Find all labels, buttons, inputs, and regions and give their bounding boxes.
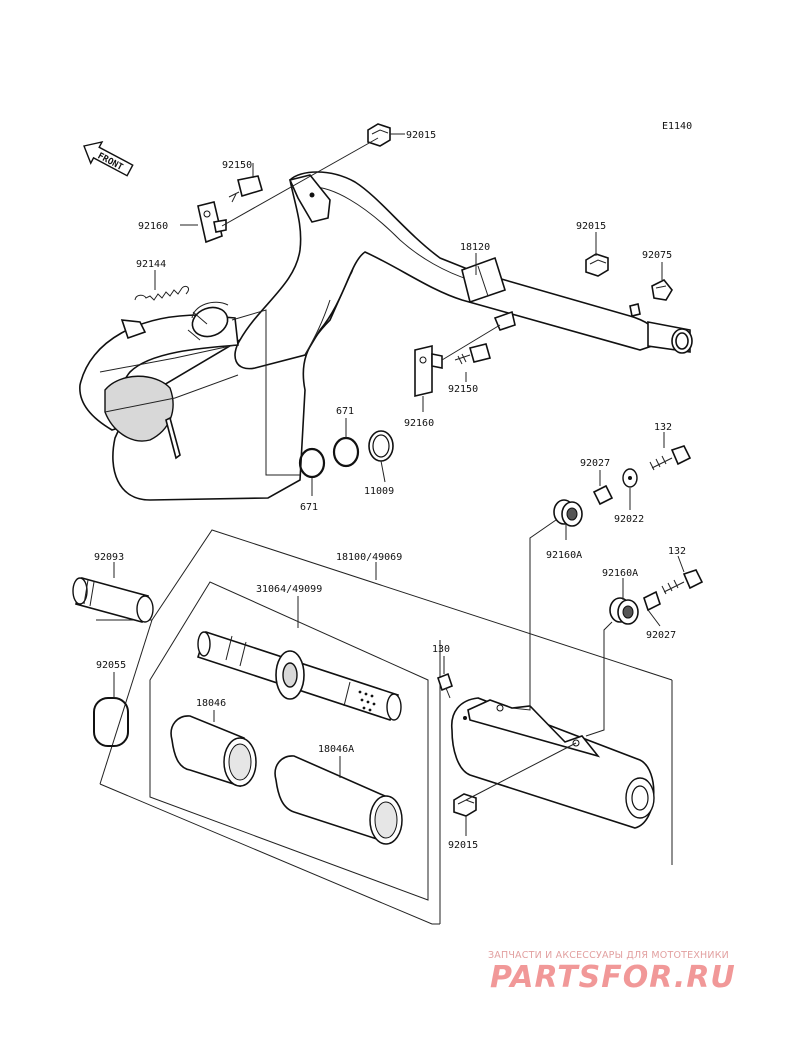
label-92015-mid: 92015 (576, 221, 606, 232)
packing-18046 (170, 715, 257, 788)
packing-18046A (274, 755, 403, 845)
label-92015-bottom: 92015 (448, 840, 478, 851)
sleeve-92093 (72, 577, 154, 623)
label-92075: 92075 (642, 250, 672, 261)
label-92160-mid: 92160 (404, 418, 434, 429)
leader-lines (113, 133, 685, 836)
bolt-132-top (649, 445, 692, 471)
label-132-top: 132 (654, 422, 672, 433)
bracket-92160-mid (414, 344, 443, 398)
label-18120: 18120 (460, 242, 490, 253)
label-92150-top: 92150 (222, 160, 252, 171)
label-92027-bottom: 92027 (646, 630, 676, 641)
washer-92022 (622, 468, 638, 488)
watermark-tagline: ЗАПЧАСТИ И АКСЕССУАРЫ ДЛЯ МОТОТЕХНИКИ (488, 950, 729, 961)
nut-92015-bottom (453, 793, 477, 817)
label-92160A-left: 92160A (546, 550, 582, 561)
spring-92144 (134, 285, 189, 301)
label-92015-top: 92015 (406, 130, 436, 141)
label-11009: 11009 (364, 486, 394, 497)
label-92093: 92093 (94, 552, 124, 563)
label-92022: 92022 (614, 514, 644, 525)
bracket-92160-top (197, 201, 227, 244)
label-31064: 31064/49099 (256, 584, 322, 595)
label-92027-top: 92027 (580, 458, 610, 469)
bolt-130 (437, 672, 453, 699)
label-671-top: 671 (336, 406, 354, 417)
collar-92027-bottom (643, 590, 661, 612)
part-labels: 92015 92150 92160 92144 18120 92015 9207… (94, 130, 686, 851)
silencer-body (451, 697, 655, 829)
label-18046A: 18046A (318, 744, 354, 755)
cap-92075 (651, 278, 673, 301)
grommet-92160A-left (553, 499, 583, 527)
bolt-92150-mid (454, 343, 491, 365)
nut-92015-mid (585, 253, 609, 277)
collar-92027-top (592, 484, 614, 506)
label-92144: 92144 (136, 259, 166, 270)
nut-92015-top (367, 123, 391, 147)
label-18046: 18046 (196, 698, 226, 709)
label-18100: 18100/49069 (336, 552, 402, 563)
gasket-11009 (368, 430, 394, 462)
label-92160-top: 92160 (138, 221, 168, 232)
core-31064 (196, 630, 402, 722)
core-assembly-frame (149, 581, 429, 901)
bolt-132-bottom (661, 569, 704, 595)
label-130: 130 (432, 644, 450, 655)
gasket-92055 (93, 697, 129, 747)
diagram-code: E1140 (662, 121, 692, 132)
o-ring-671-left (298, 447, 326, 479)
grommet-92160A-right (609, 597, 639, 625)
label-132-bottom: 132 (668, 546, 686, 557)
silencer-assembly-frame (96, 529, 673, 925)
label-92150-mid: 92150 (448, 384, 478, 395)
front-arrow-icon: FRONT (83, 140, 134, 177)
bolt-92150-top (228, 175, 263, 203)
exhaust-pipe-18120 (79, 171, 693, 501)
o-ring-671-right (332, 436, 360, 468)
label-671-bottom: 671 (300, 502, 318, 513)
label-92055: 92055 (96, 660, 126, 671)
label-92160A-right: 92160A (602, 568, 638, 579)
watermark-logo[interactable]: PARTSFOR.RU (490, 960, 736, 995)
